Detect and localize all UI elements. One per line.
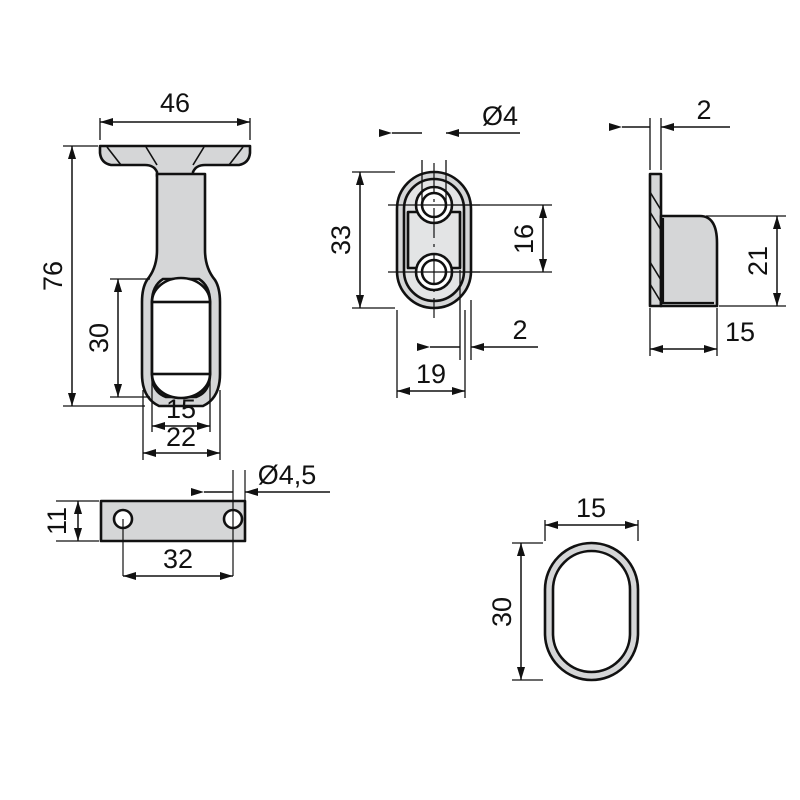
loop-inner-middle — [150, 300, 212, 376]
view-front-elevation: 46 76 30 15 22 — [38, 88, 252, 460]
dim-22-loop: 22 — [142, 390, 221, 460]
dim-d4: Ø4 — [378, 101, 520, 205]
wall-hatch-1 — [649, 191, 662, 211]
dim-30-tube: 30 — [487, 542, 543, 681]
dim-22-loop-label: 22 — [166, 422, 196, 452]
dim-32-label: 32 — [163, 544, 193, 574]
dim-21: 21 — [706, 215, 786, 307]
dim-d45: Ø4,5 — [190, 460, 330, 497]
dim-15-side: 15 — [649, 308, 755, 356]
dim-21-label: 21 — [743, 246, 773, 276]
dim-30-loop-label: 30 — [84, 323, 114, 353]
dim-15-loop-label: 15 — [166, 394, 196, 424]
dim-30-tube-label: 30 — [487, 597, 517, 627]
oval-tube-inner — [551, 549, 632, 674]
dim-15-side-label: 15 — [725, 317, 755, 347]
dim-11: 11 — [42, 500, 99, 542]
dim-15-tube-label: 15 — [576, 493, 606, 523]
dim-76: 76 — [38, 145, 145, 407]
side-body-inner-edge — [661, 218, 714, 305]
dim-15-loop: 15 — [151, 380, 211, 432]
dim-46: 46 — [99, 88, 251, 140]
plate-rib-left — [145, 146, 158, 166]
dim-2-side-label: 2 — [696, 95, 711, 125]
wall-hatch-4 — [649, 283, 662, 303]
dim-46-label: 46 — [160, 88, 190, 118]
dim-33: 33 — [326, 171, 395, 309]
dim-16: 16 — [452, 204, 552, 273]
dim-2-plate-label: 2 — [512, 315, 527, 345]
view-oval-tube: 15 30 — [487, 493, 640, 682]
plate-chamfer-left — [106, 146, 122, 166]
side-body — [659, 214, 719, 308]
dim-2-side: 2 — [608, 95, 730, 170]
dim-33-label: 33 — [326, 225, 356, 255]
wall-hatch-3 — [649, 261, 662, 281]
top-plate-shape — [98, 144, 252, 178]
dim-d45-label: Ø4,5 — [258, 460, 317, 490]
dim-30-loop: 30 — [84, 278, 150, 398]
view-oval-plate: Ø4 33 16 2 19 — [326, 101, 552, 398]
dim-19-label: 19 — [416, 359, 446, 389]
view-side-section: 2 21 15 — [608, 95, 786, 356]
dim-11-label: 11 — [42, 507, 72, 535]
dim-d4-label: Ø4 — [482, 101, 518, 131]
wall-hatch-2 — [649, 211, 662, 231]
plate-rib-right — [192, 146, 205, 166]
dim-2-plate: 2 — [416, 270, 538, 360]
dim-19: 19 — [396, 310, 466, 398]
dim-32: 32 — [122, 544, 234, 581]
plate-chamfer-right — [228, 146, 244, 166]
view-flat-bar: 11 Ø4,5 32 — [42, 460, 330, 581]
dim-16-label: 16 — [509, 224, 539, 254]
dim-15-tube: 15 — [544, 493, 639, 541]
dim-76-label: 76 — [38, 261, 68, 291]
